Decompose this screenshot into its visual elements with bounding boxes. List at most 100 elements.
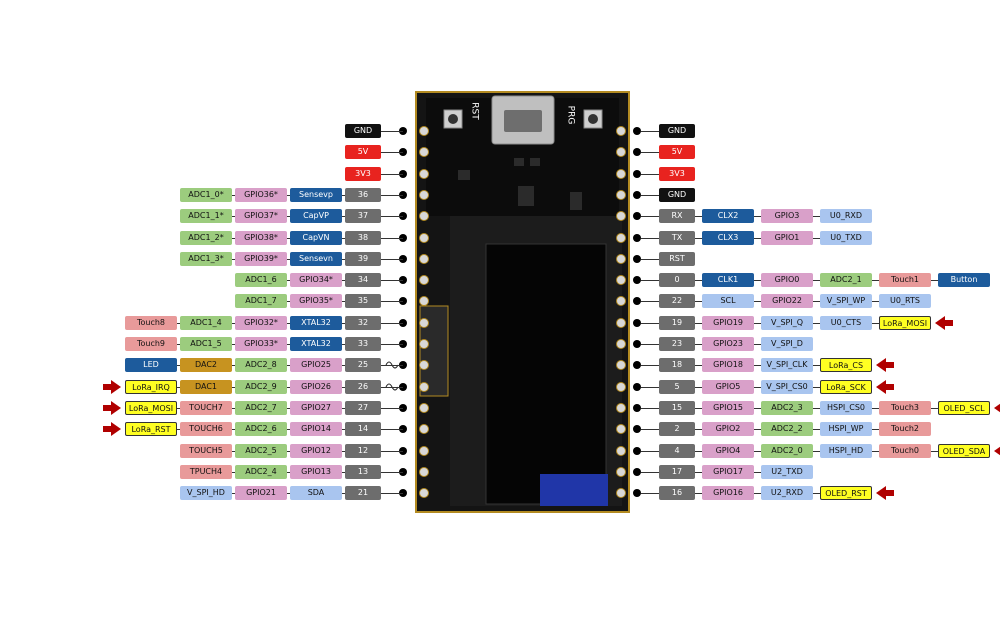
pin-function-label: V_SPI_D bbox=[761, 337, 813, 351]
connector-line bbox=[754, 408, 761, 409]
pin-function-label: V_SPI_WP bbox=[820, 294, 872, 308]
signal-arrow-icon bbox=[111, 422, 121, 436]
header-hole bbox=[616, 169, 626, 179]
pin-function-label: CLX3 bbox=[702, 231, 754, 245]
pin-function-label: SCL bbox=[702, 294, 754, 308]
pin-function-label: GPIO32* bbox=[235, 316, 287, 330]
pin-function-label: LoRa_IRQ bbox=[125, 380, 177, 394]
connector-line bbox=[177, 408, 180, 409]
pin-function-label: V_SPI_Q bbox=[761, 316, 813, 330]
pin-function-label: LoRa_CS bbox=[820, 358, 872, 372]
connector-line bbox=[641, 152, 659, 153]
pin-function-label: V_SPI_CS0 bbox=[761, 380, 813, 394]
pin-function-label: CLX2 bbox=[702, 209, 754, 223]
connector-line bbox=[287, 238, 290, 239]
pin-function-label: GPIO17 bbox=[702, 465, 754, 479]
pin-function-label: TOUCH5 bbox=[180, 444, 232, 458]
pcb-edge bbox=[415, 91, 630, 513]
pin-function-label: ADC1_3* bbox=[180, 252, 232, 266]
pin-number-label: GND bbox=[345, 124, 381, 138]
pin-function-label: LoRa_MOSI bbox=[879, 316, 931, 330]
pin-dot bbox=[399, 404, 407, 412]
header-hole bbox=[616, 275, 626, 285]
connector-line bbox=[342, 429, 345, 430]
connector-line bbox=[381, 238, 403, 239]
pin-number-label: 3V3 bbox=[659, 167, 695, 181]
pin-number-label: 36 bbox=[345, 188, 381, 202]
pin-function-label: DAC2 bbox=[180, 358, 232, 372]
header-hole bbox=[616, 233, 626, 243]
pin-function-label: ADC1_2* bbox=[180, 231, 232, 245]
signal-arrow-tail bbox=[103, 405, 111, 411]
connector-line bbox=[641, 174, 659, 175]
header-hole bbox=[419, 488, 429, 498]
pin-number-label: 26 bbox=[345, 380, 381, 394]
header-hole bbox=[616, 126, 626, 136]
pin-dot bbox=[633, 319, 641, 327]
connector-line bbox=[287, 259, 290, 260]
connector-line bbox=[287, 365, 290, 366]
connector-line bbox=[287, 301, 290, 302]
connector-line bbox=[381, 152, 403, 153]
pin-dot bbox=[633, 212, 641, 220]
connector-line bbox=[342, 280, 345, 281]
header-hole bbox=[616, 211, 626, 221]
pin-dot bbox=[633, 340, 641, 348]
pin-function-label: GPIO38* bbox=[235, 231, 287, 245]
connector-line bbox=[754, 216, 761, 217]
signal-arrow-icon bbox=[876, 358, 886, 372]
connector-line bbox=[641, 472, 659, 473]
connector-line bbox=[232, 472, 235, 473]
connector-line bbox=[641, 387, 659, 388]
pin-dot bbox=[633, 148, 641, 156]
pin-function-label: GPIO2 bbox=[702, 422, 754, 436]
header-hole bbox=[616, 254, 626, 264]
pin-dot bbox=[399, 127, 407, 135]
connector-line bbox=[754, 493, 761, 494]
pin-dot bbox=[633, 191, 641, 199]
connector-line bbox=[232, 387, 235, 388]
connector-line bbox=[695, 429, 702, 430]
connector-line bbox=[641, 451, 659, 452]
connector-line bbox=[287, 493, 290, 494]
connector-line bbox=[813, 280, 820, 281]
connector-line bbox=[177, 344, 180, 345]
connector-line bbox=[641, 408, 659, 409]
pin-number-label: 5V bbox=[345, 145, 381, 159]
pin-function-label: ADC2_4 bbox=[235, 465, 287, 479]
connector-line bbox=[754, 238, 761, 239]
connector-line bbox=[754, 387, 761, 388]
signal-arrow-tail bbox=[886, 384, 894, 390]
rst-silkscreen: RST bbox=[469, 102, 480, 120]
connector-line bbox=[287, 429, 290, 430]
connector-line bbox=[872, 451, 879, 452]
usb-port-inner bbox=[504, 110, 542, 132]
pin-dot bbox=[633, 404, 641, 412]
pin-function-label: ADC1_1* bbox=[180, 209, 232, 223]
connector-line bbox=[287, 387, 290, 388]
pin-function-label: GPIO3 bbox=[761, 209, 813, 223]
signal-arrow-icon bbox=[876, 380, 886, 394]
pin-function-label: GPIO19 bbox=[702, 316, 754, 330]
connector-line bbox=[641, 131, 659, 132]
connector-line bbox=[754, 451, 761, 452]
pin-number-label: 22 bbox=[659, 294, 695, 308]
connector-line bbox=[381, 429, 403, 430]
pin-number-label: 12 bbox=[345, 444, 381, 458]
pin-function-label: GPIO1 bbox=[761, 231, 813, 245]
pin-function-label: GPIO21 bbox=[235, 486, 287, 500]
pin-function-label: HSPI_HD bbox=[820, 444, 872, 458]
header-hole bbox=[419, 296, 429, 306]
connector-line bbox=[695, 301, 702, 302]
pin-function-label: GPIO4 bbox=[702, 444, 754, 458]
connector-line bbox=[381, 195, 403, 196]
connector-line bbox=[695, 365, 702, 366]
pin-function-label: HSPI_CS0 bbox=[820, 401, 872, 415]
pin-dot bbox=[399, 425, 407, 433]
pin-function-label: GPIO25 bbox=[290, 358, 342, 372]
signal-arrow-icon bbox=[935, 316, 945, 330]
pin-dot bbox=[399, 297, 407, 305]
pin-dot bbox=[633, 255, 641, 263]
header-hole bbox=[616, 360, 626, 370]
